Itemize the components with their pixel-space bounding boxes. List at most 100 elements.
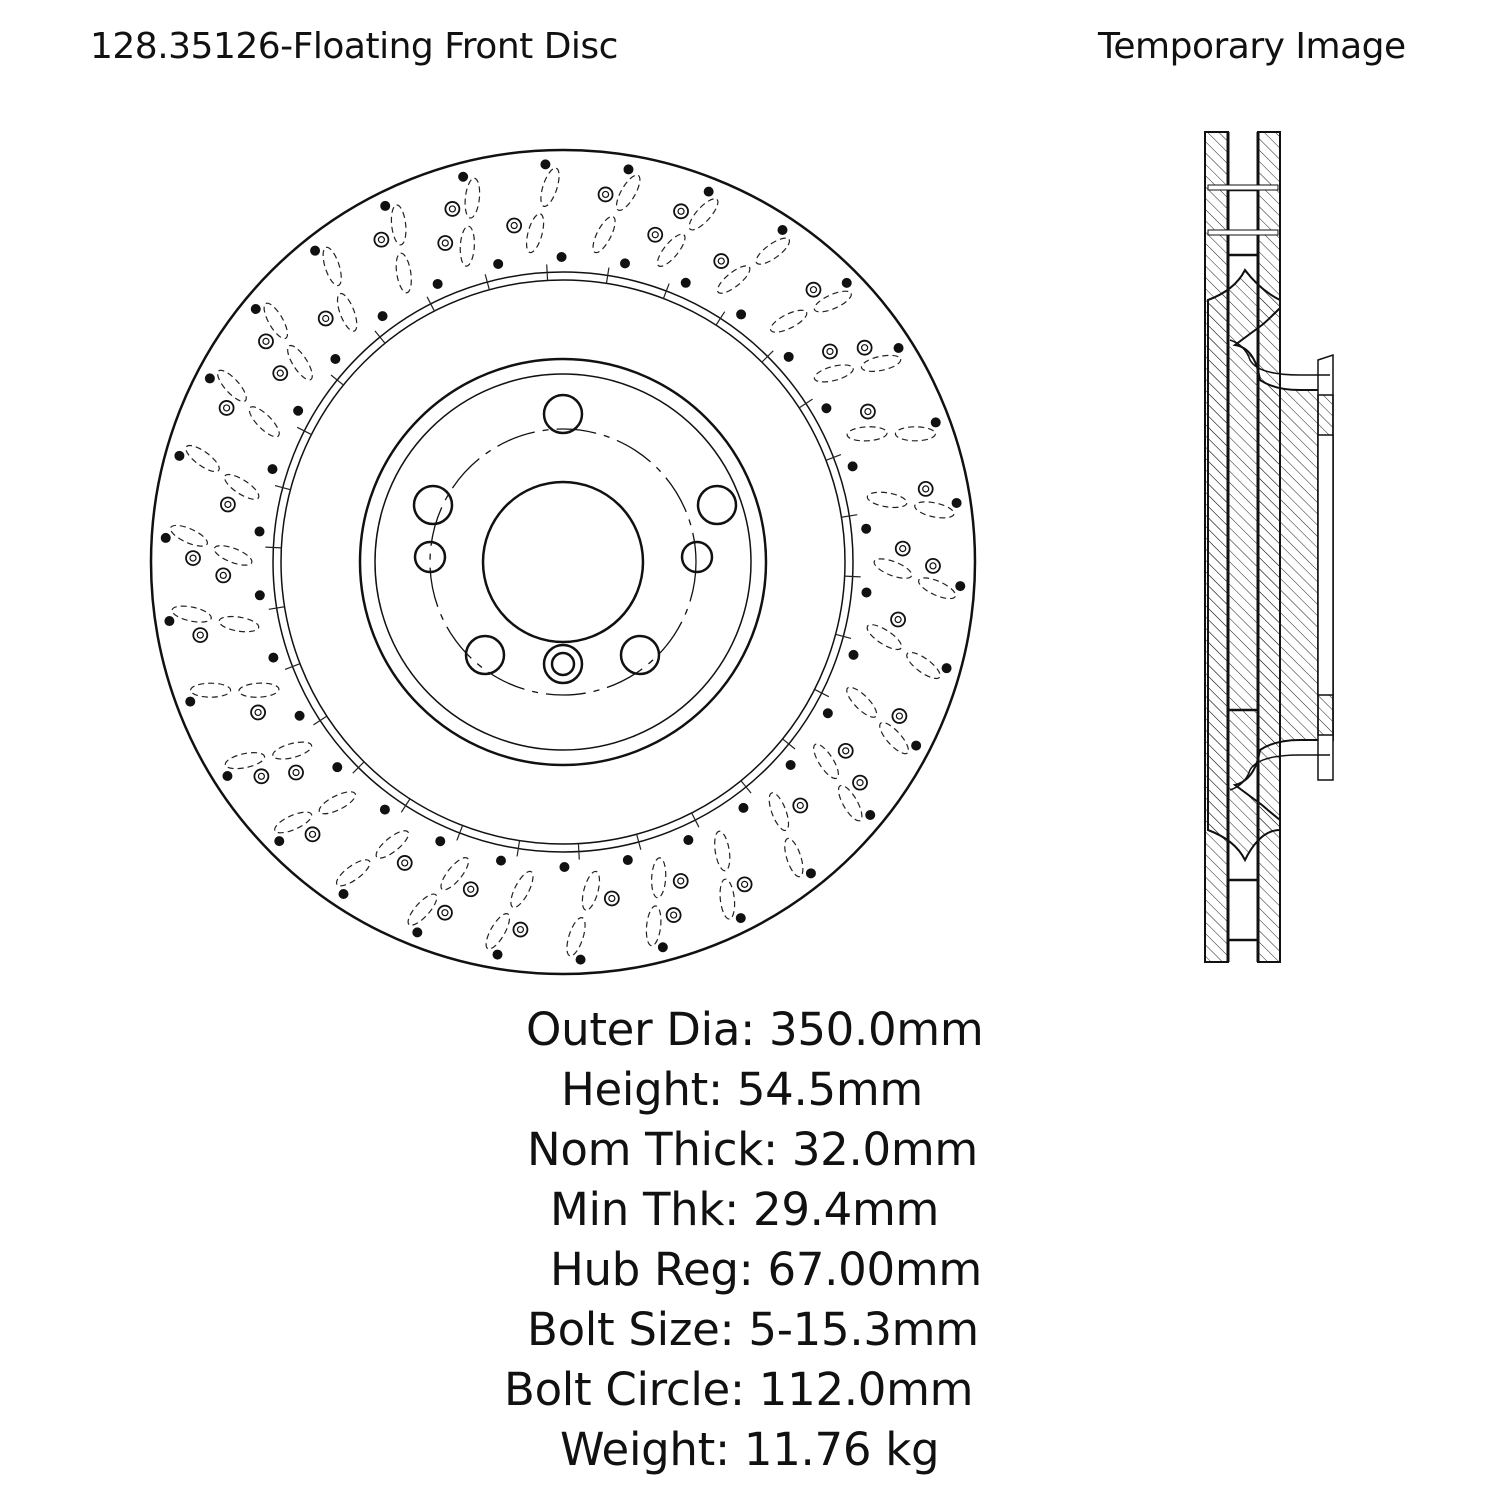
drilled-hole-inner [899,544,907,553]
spec-label: Bolt Size: [527,1303,735,1356]
drilled-hole-inner [448,205,456,213]
drilled-hole [506,217,523,234]
vane-outline [272,741,313,760]
vane-outline [813,290,852,313]
spec-value: 32.0mm [791,1123,978,1176]
slot-dot [941,663,952,674]
slot-dot [951,497,962,508]
drilled-hole-inner [651,231,659,239]
part-title: 128.35126-Floating Front Disc [90,26,618,67]
vane-outline [714,830,731,872]
drilled-hole [220,496,236,513]
vane-outline [906,651,941,680]
ring-tick [825,453,842,461]
slot-dot [379,804,390,815]
spec-value: 350.0mm [768,1003,984,1056]
drilled-hole-inner [809,286,818,294]
bolt-hole [619,634,661,676]
hub-outer-circle [358,357,768,767]
slot-dot [495,855,506,866]
drilled-hole-inner [861,344,869,352]
vane-outline [769,309,808,333]
inner-friction-edge [272,271,854,853]
drilled-hole-inner [894,615,902,624]
drilled-hole-inner [601,190,610,199]
slot-dot [540,159,551,170]
ring-tick [265,546,282,549]
ring-tick [577,843,580,860]
slot-dot [274,836,285,847]
vane-outline [525,213,545,254]
slot-dot [160,532,171,543]
ring-tick [605,267,610,284]
drilled-hole [837,742,854,759]
vane-outline [216,369,247,403]
drilled-hole [894,540,911,557]
vane-outline [873,558,913,579]
slot-dot [683,835,694,846]
vane-outline [566,917,586,957]
slot-dot [821,403,832,414]
slot-dot [841,277,852,288]
slot-dot [805,868,816,879]
vane-outline [263,302,289,340]
drilled-hole-inner [670,911,678,919]
drilled-hole-inner [292,768,300,777]
slot-dot [930,417,941,428]
slot-dot [559,861,570,872]
slot-dot [432,278,443,289]
ring-tick [761,350,774,363]
drilled-hole-inner [929,562,937,570]
drilled-hole [891,708,908,724]
slot-dot [293,405,304,416]
slot-dot [623,164,634,175]
drilled-hole-inner [922,485,930,493]
brake-disc-drawing [149,131,1335,976]
drilled-hole [822,343,838,360]
vane-outline [615,174,641,211]
drilled-hole-inner [401,859,409,867]
slot-dot [377,311,388,322]
bolt-hole [412,484,454,526]
ring-tick [814,688,830,698]
bolt-hole [696,484,738,526]
vane-outline [866,624,903,651]
bolt-hole [542,643,584,685]
drilled-hole-inner [510,221,518,230]
ring-tick [426,296,435,312]
vane-outline [274,811,313,834]
hat-edge [280,279,846,845]
ring-tick [274,484,291,491]
drilled-hole [647,226,664,243]
slot-dot [848,649,859,660]
vane-outline [238,682,280,698]
spec-height: Height: 54.5mm [561,1063,923,1116]
drilled-hole [672,873,689,889]
vane-outline [336,292,358,332]
spec-value: 112.0mm [758,1363,974,1416]
spec-value: 29.4mm [753,1183,940,1236]
drilled-hole-inner [677,877,685,885]
spec-nominal-thickness: Nom Thick: 32.0mm [527,1123,978,1176]
vane-outline [784,837,804,878]
drilled-hole [462,881,479,898]
vane-outline [688,198,719,231]
drilled-hole [317,310,334,327]
slot-dot [911,740,922,751]
spec-hub-register: Hub Reg: 67.00mm [550,1243,982,1296]
vane-outline [860,354,902,372]
temporary-image-note: Temporary Image [1098,26,1406,67]
spec-label: Min Thk: [550,1183,739,1236]
vane-outline [464,177,481,219]
slot-dot [620,258,631,269]
vane-outline [189,682,232,698]
vane-outline [171,605,212,623]
slot-dot [332,762,343,773]
vane-outline [395,252,412,294]
ring-tick [798,398,813,409]
slot-dot [435,836,446,847]
spec-value: 5-15.3mm [748,1303,979,1356]
slot-dot [268,652,279,663]
vane-outline [390,204,407,246]
vane-outline [917,577,957,600]
